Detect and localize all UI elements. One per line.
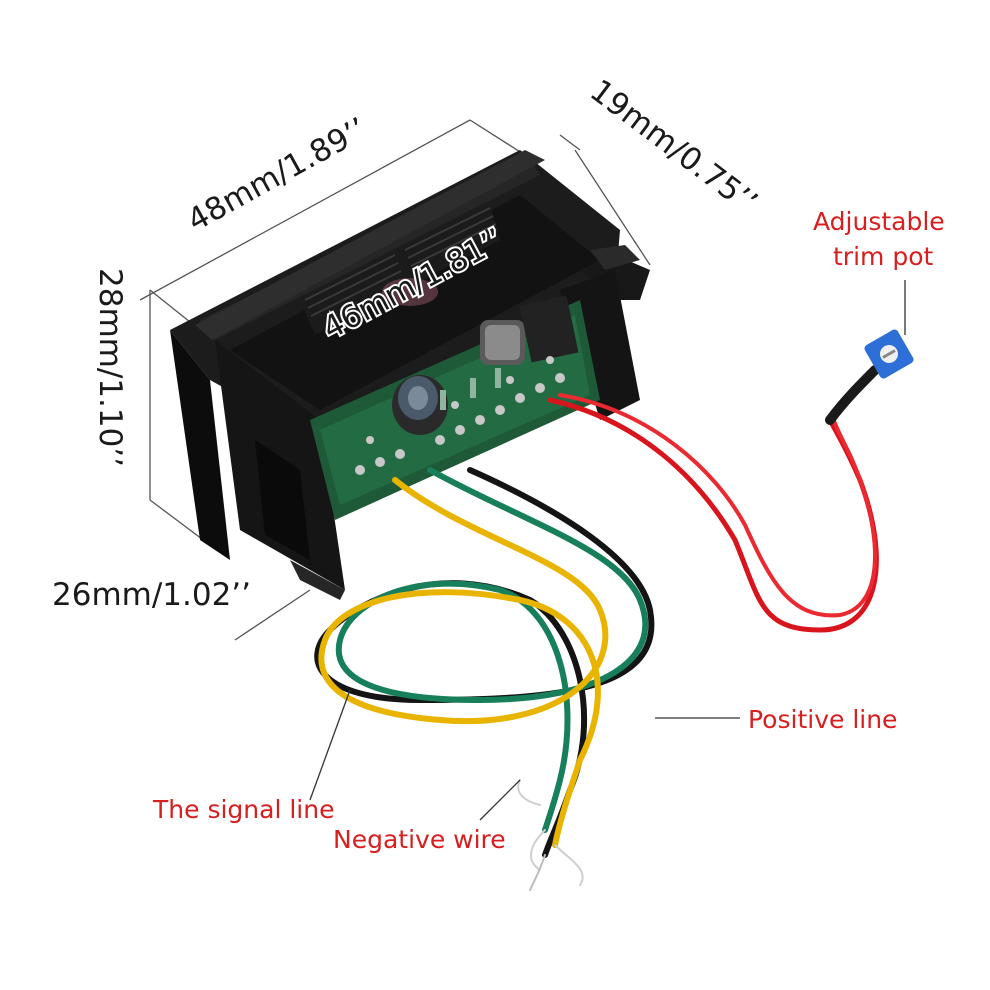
depth-dimension-label: 19mm/0.75’’ bbox=[583, 73, 764, 222]
trim-pot-label-line2: trim pot bbox=[833, 242, 933, 271]
callout-leaders bbox=[309, 280, 906, 821]
capacitor bbox=[480, 320, 525, 365]
black-wire bbox=[314, 467, 655, 858]
height-dimension-label: 28mm/1.10’’ bbox=[92, 268, 128, 467]
wires bbox=[314, 393, 879, 891]
red-wire bbox=[547, 397, 879, 633]
green-wire bbox=[335, 467, 649, 833]
trim-pot-label-line1: Adjustable bbox=[813, 207, 945, 236]
red-wire bbox=[558, 393, 877, 618]
bezel-depth-dimension-label: 26mm/1.02’’ bbox=[52, 577, 251, 613]
dimension-lines bbox=[139, 119, 651, 641]
negative-wire-label: Negative wire bbox=[333, 825, 506, 854]
capacitor bbox=[392, 375, 448, 435]
meter-housing bbox=[170, 150, 650, 600]
pcb-board bbox=[310, 295, 600, 520]
yellow-wire bbox=[318, 477, 609, 848]
ic-chip bbox=[519, 295, 579, 363]
signal-line-label: The signal line bbox=[152, 795, 334, 824]
width-dimension-label: 48mm/1.89’’ bbox=[181, 111, 373, 239]
trim-pot bbox=[825, 329, 914, 425]
solder-pads bbox=[355, 356, 565, 475]
positive-line-label: Positive line bbox=[748, 705, 897, 734]
